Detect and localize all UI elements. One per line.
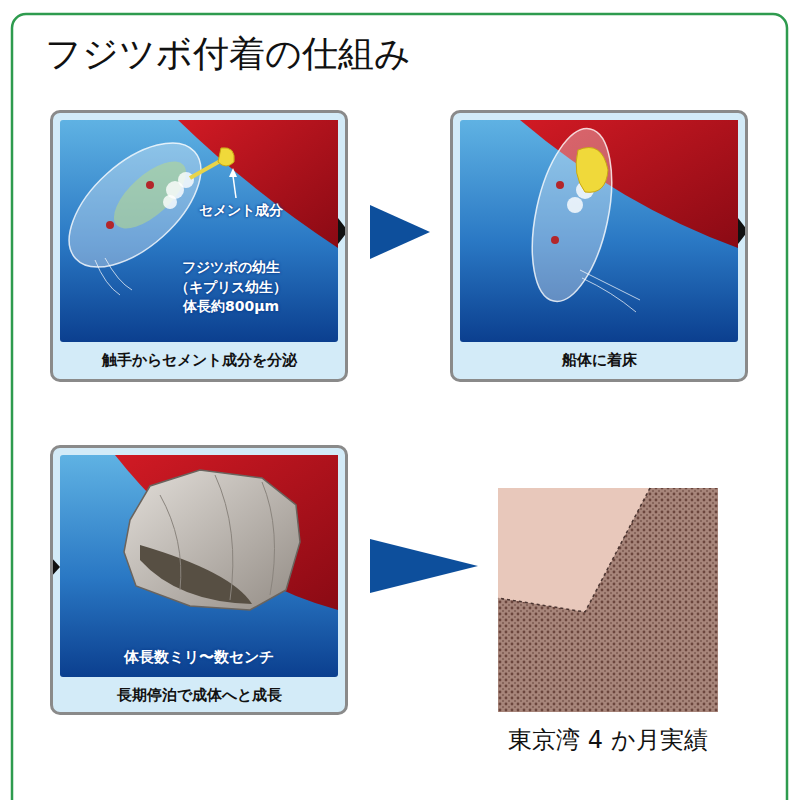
illustration-part (233, 176, 236, 198)
illustration-part (498, 488, 650, 612)
illustration-part (498, 488, 718, 712)
diagram-title: フジツボ付着の仕組み (45, 30, 411, 79)
illustration-part (551, 236, 559, 244)
illustration-part (370, 539, 478, 593)
adult-barnacle (124, 470, 300, 610)
ship-hull (178, 120, 338, 248)
leader-arrow (229, 168, 237, 198)
flow-connector (348, 539, 498, 593)
ship-hull (115, 455, 338, 610)
panel-ground (452, 112, 746, 380)
illustration-part (103, 150, 197, 240)
illustration-part (95, 258, 132, 295)
illustration-part (124, 470, 300, 610)
step-caption: 船体に着床 (453, 345, 745, 375)
step-panel: 体長数ミリ〜数センチ長期停泊で成体へと成長 (50, 445, 348, 715)
illustration-part (498, 488, 650, 612)
step-caption: 長期停泊で成体へと成長 (53, 680, 345, 710)
cement-blob (576, 148, 608, 193)
illustration-part (370, 205, 430, 259)
cement-blob (218, 148, 234, 166)
step-panel: セメント成分フジツボの幼生 （キプリス幼生） 体長約800μm 触手からセメント成… (50, 110, 348, 382)
illustration-part (160, 475, 275, 600)
callout-label: セメント成分 (185, 202, 297, 220)
step-panel: 船体に着床 (450, 110, 748, 382)
size-label: 体長数ミリ〜数センチ (53, 648, 345, 667)
step-caption: 触手からセメント成分を分泌 (53, 345, 345, 375)
photo-box: 東京湾 4 か月実績 (498, 488, 718, 712)
illustration-part (190, 160, 222, 178)
illustration-part (163, 195, 177, 209)
illustration-part (229, 168, 237, 177)
illustration-part (140, 545, 252, 604)
illustration-part (567, 197, 583, 213)
illustration-part (178, 172, 194, 188)
illustration-part (556, 181, 564, 189)
illustration-part (106, 221, 114, 229)
flow-connector (348, 205, 450, 259)
photo-caption: 東京湾 4 か月実績 (438, 724, 778, 756)
sea-ground (60, 455, 338, 677)
sea-ground (460, 120, 738, 342)
illustration-part (146, 181, 154, 189)
larva-label: フジツボの幼生 （キプリス幼生） 体長約800μm (170, 258, 292, 317)
illustration-part (518, 121, 625, 308)
illustration-part (580, 270, 640, 312)
panel-ground (52, 447, 346, 713)
hull-photo (498, 488, 718, 712)
cypris-larva (518, 121, 640, 312)
outer-frame (12, 14, 787, 800)
